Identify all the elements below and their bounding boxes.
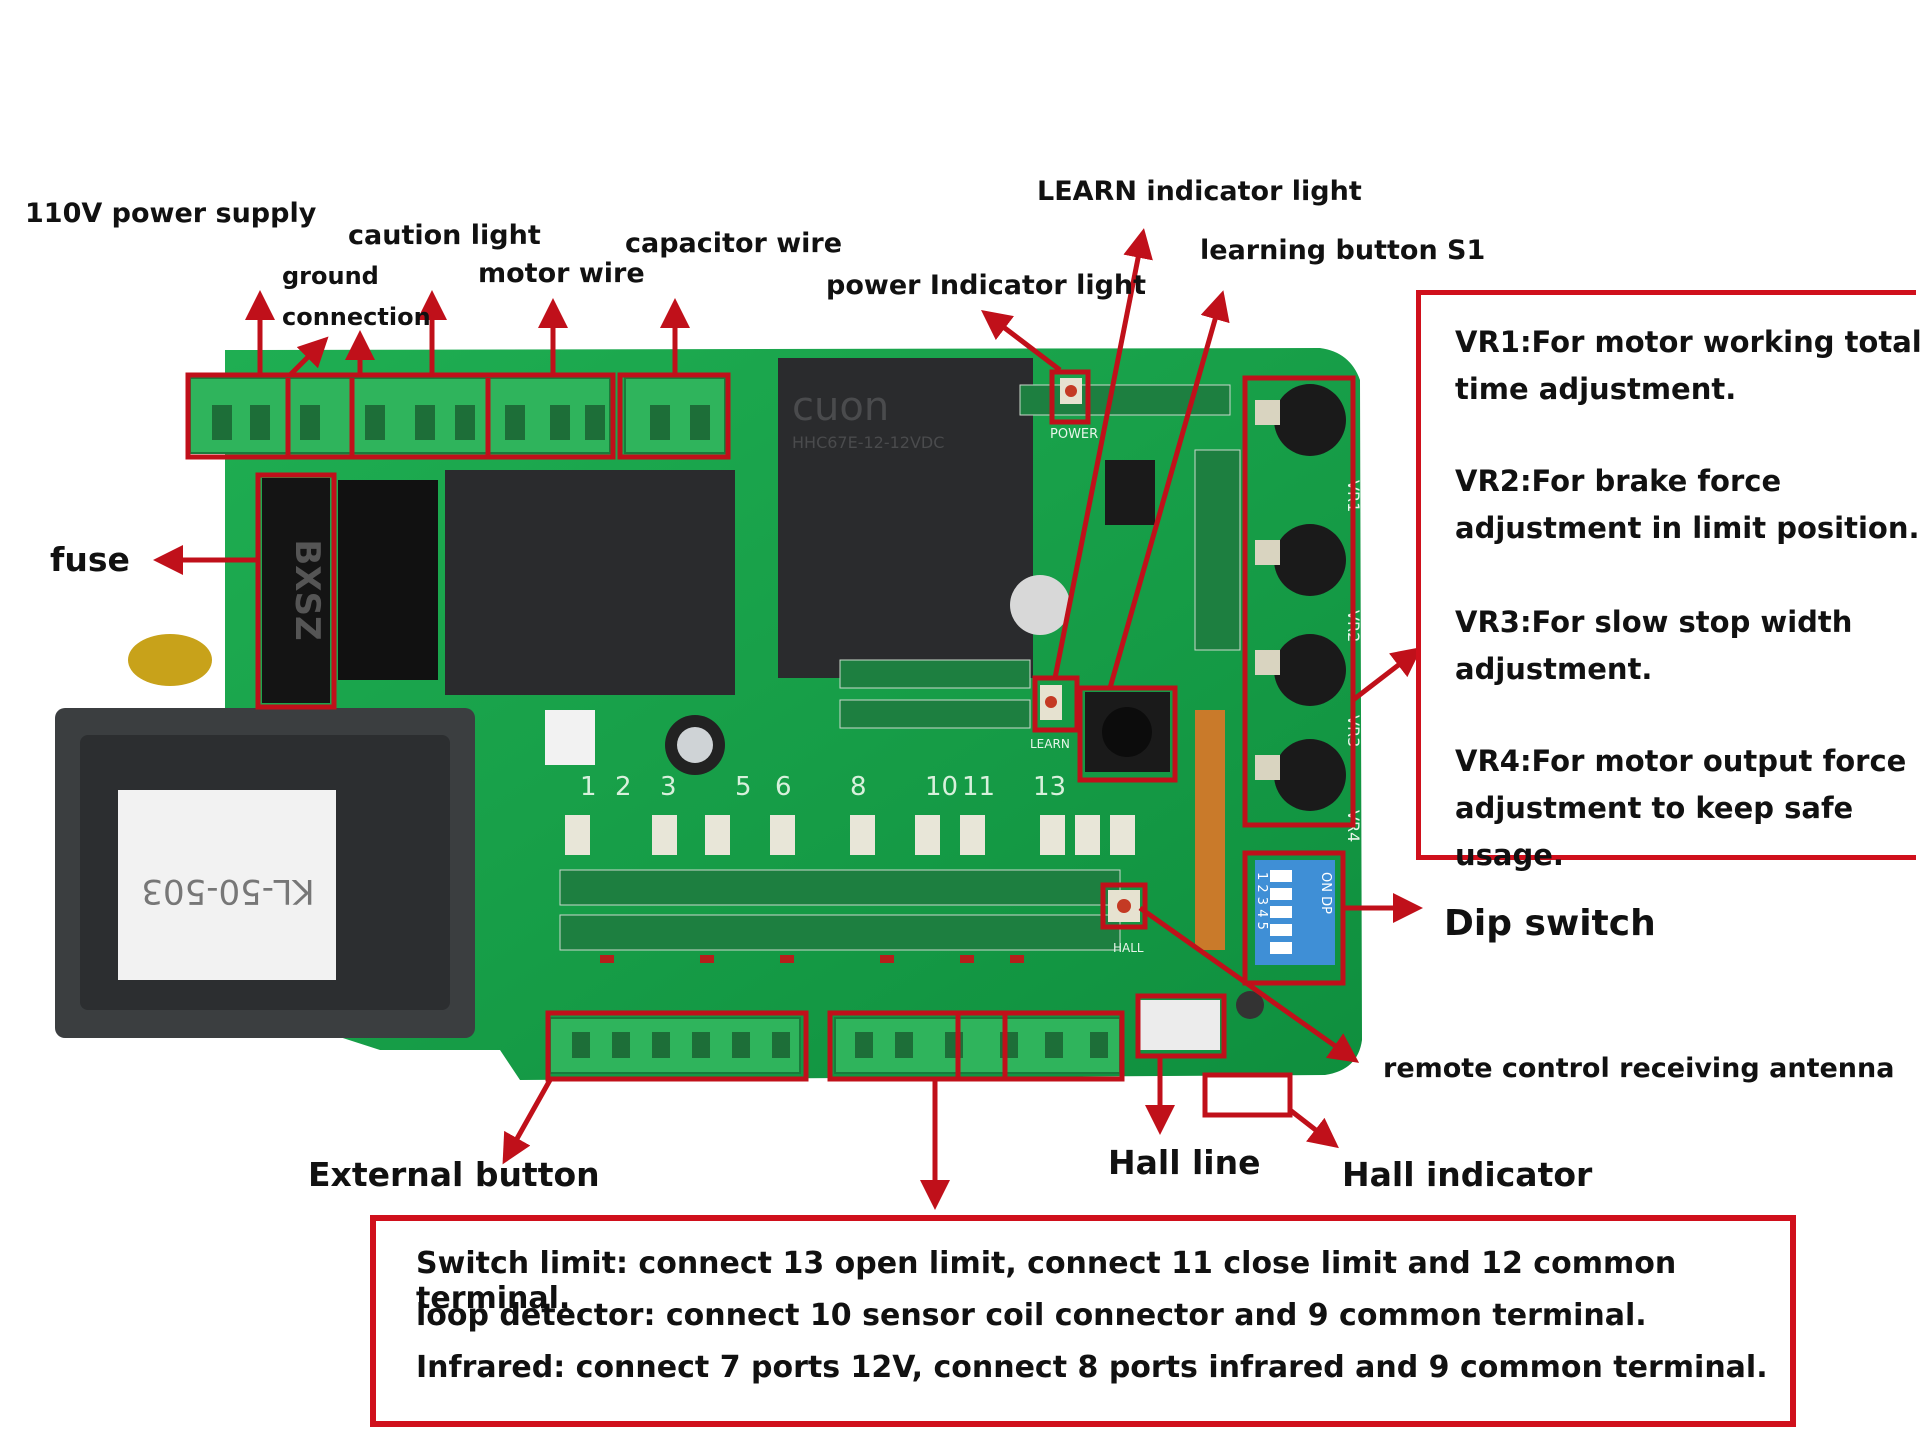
svg-text:5: 5 [735, 772, 752, 802]
relay-large [778, 358, 1033, 678]
label-hall-indicator: Hall indicator [1342, 1155, 1593, 1194]
dip-switch [1255, 860, 1335, 965]
label-external-button: External button [308, 1155, 600, 1194]
label-learn-indicator: LEARN indicator light [1037, 176, 1362, 207]
vr3-note: VR3:For slow stop width adjustment. [1455, 605, 1853, 686]
annotation-arrows [153, 228, 1423, 1210]
svg-text:6: 6 [775, 772, 792, 802]
learn-silk: LEARN [1030, 737, 1070, 751]
label-antenna: remote control receiving antenna [1383, 1053, 1895, 1084]
hall-silk: HALL [1113, 941, 1144, 955]
svg-text:3: 3 [660, 772, 677, 802]
label-connection: connection [282, 303, 431, 331]
label-motor-wire: motor wire [478, 258, 645, 289]
label-hall-line: Hall line [1108, 1143, 1261, 1182]
smd-components [565, 815, 1135, 855]
svg-text:11: 11 [962, 772, 995, 802]
mcu-chip [1105, 460, 1155, 525]
potentiometers [1255, 384, 1346, 811]
power-silk: POWER [1050, 427, 1098, 442]
dip-silk: ON DP [1318, 872, 1333, 914]
label-capacitor-wire: capacitor wire [625, 228, 843, 259]
vr-description-box: VR1:For motor working total time adjustm… [1416, 290, 1920, 872]
dip-numbers: 1 2 3 4 5 [1254, 872, 1269, 930]
relay-model: HHC67E-12-12VDC [792, 433, 944, 452]
label-dip-switch: Dip switch [1444, 903, 1656, 944]
svg-text:2: 2 [615, 772, 632, 802]
receiver-module [1195, 710, 1225, 950]
relay-small [445, 470, 735, 695]
svg-text:8: 8 [850, 772, 867, 802]
fuse-body [262, 478, 330, 703]
vr2-note: VR2:For brake force adjustment in limit … [1455, 464, 1920, 545]
svg-text:13: 13 [1033, 772, 1066, 802]
fuse-mark: BXSZ [287, 539, 327, 640]
switch-limit-note: Switch limit: connect 13 open limit, con… [416, 1246, 1677, 1316]
label-learning-button: learning button S1 [1200, 235, 1486, 266]
infrared-note: Infrared: connect 7 ports 12V, connect 8… [416, 1350, 1768, 1385]
label-power-indicator: power Indicator light [826, 270, 1147, 301]
relay-mark: cuon [792, 384, 889, 430]
label-caution-light: caution light [348, 220, 541, 251]
transformer-mark: KL-50-503 [141, 871, 314, 911]
hall-connector [1140, 1000, 1220, 1050]
svg-text:1: 1 [580, 772, 597, 802]
loop-detector-note: loop detector: connect 10 sensor coil co… [416, 1298, 1647, 1333]
terminal-notes-box: Switch limit: connect 13 open limit, con… [370, 1215, 1796, 1427]
vr1-note: VR1:For motor working total time adjustm… [1455, 325, 1920, 406]
vr4-note: VR4:For motor output force adjustment to… [1455, 744, 1907, 872]
label-110v-power-supply: 110V power supply [25, 198, 317, 229]
label-ground: ground [282, 262, 379, 290]
terminal-numbers: 1 2 3 5 6 8 10 11 13 [580, 772, 1066, 802]
bottom-terminals [549, 1017, 1121, 1074]
svg-text:10: 10 [925, 772, 958, 802]
label-fuse: fuse [50, 540, 130, 579]
